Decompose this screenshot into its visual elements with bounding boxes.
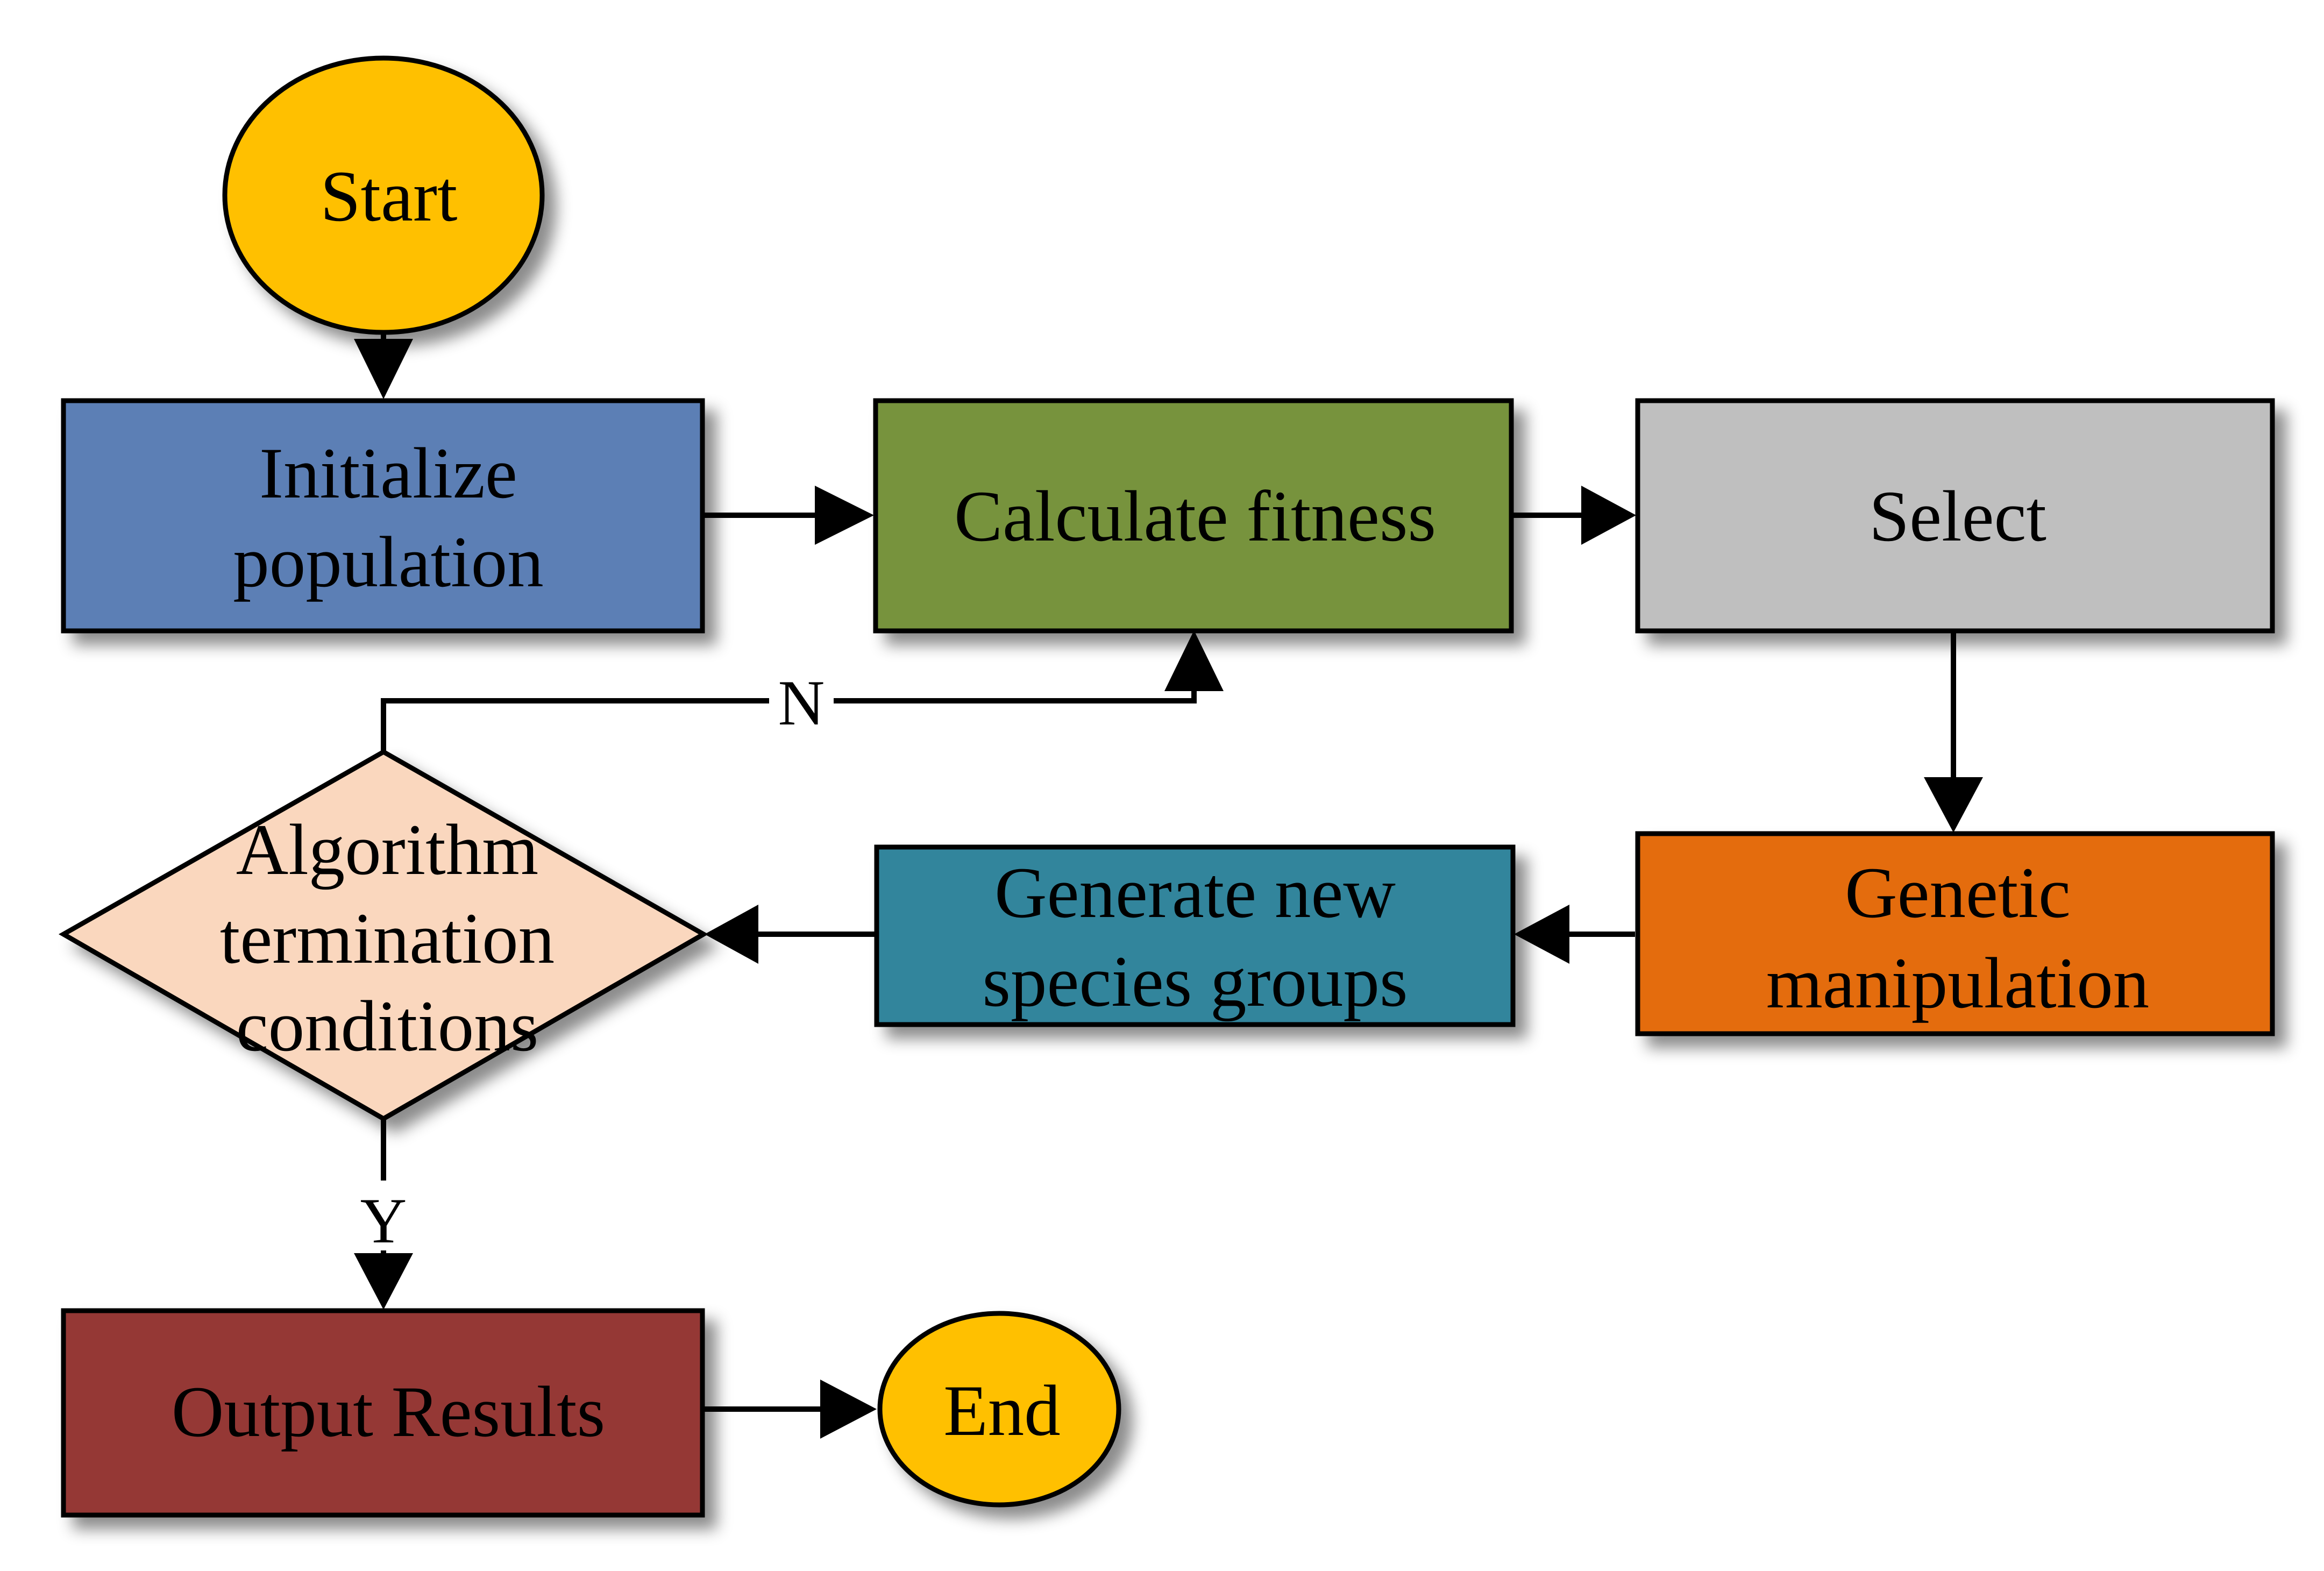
arrowhead-select-to-genetic <box>1924 777 1983 833</box>
node-genetic-manipulation: Genetic manipulation <box>1635 831 2275 1036</box>
end-label: End <box>943 1371 1060 1451</box>
select-label: Select <box>1869 477 2046 557</box>
label-bg-no <box>769 670 834 734</box>
edge-label-yes: Y <box>360 1185 407 1256</box>
fitness-label: Calculate fitness <box>954 477 1436 557</box>
fitness-box <box>873 398 1514 634</box>
arrowhead-decision-to-output <box>354 1253 413 1310</box>
decision-label-line3: conditions <box>236 986 538 1067</box>
output-box <box>61 1308 705 1518</box>
arrowhead-fitness-to-select <box>1581 486 1636 545</box>
start-label: Start <box>321 157 458 237</box>
label-bg-yes <box>352 1181 415 1250</box>
genetic-box <box>1635 831 2275 1036</box>
arrowhead-initialize-to-fitness <box>815 486 874 545</box>
select-box <box>1635 398 2275 634</box>
start-ellipse <box>222 55 545 335</box>
node-end: End <box>877 1311 1121 1508</box>
genetic-label-line2: manipulation <box>1766 943 2149 1023</box>
arrowhead-start-to-initialize <box>354 339 413 399</box>
decision-label-line1: Algorithm <box>236 810 538 890</box>
decision-diamond <box>58 749 709 1122</box>
edge-label-no: N <box>778 667 825 738</box>
initialize-box <box>61 398 705 634</box>
arrowhead-decision-to-fitness <box>1164 630 1224 691</box>
node-start: Start <box>222 55 545 335</box>
genetic-label-line1: Genetic <box>1845 853 2071 933</box>
arrowhead-genetic-to-generate <box>1514 905 1569 964</box>
initialize-label-line1: Initialize <box>259 433 517 514</box>
output-label: Output Results <box>172 1372 605 1452</box>
node-termination-decision: Algorithm termination conditions <box>58 749 709 1122</box>
edges: N Y <box>352 333 1983 1439</box>
initialize-label-line2: population <box>233 522 543 602</box>
node-output-results: Output Results <box>61 1308 705 1518</box>
generate-label-line1: Generate new <box>994 853 1396 933</box>
arrowhead-generate-to-decision <box>705 905 758 964</box>
generate-label-line2: species groups <box>982 942 1408 1022</box>
nodes: Start Initialize population Calculate fi… <box>58 55 2275 1518</box>
generate-box <box>874 844 1516 1027</box>
node-calculate-fitness: Calculate fitness <box>873 398 1514 634</box>
arrowhead-output-to-end <box>820 1380 877 1439</box>
end-ellipse <box>877 1311 1121 1508</box>
node-select: Select <box>1635 398 2275 634</box>
node-generate-species-groups: Generate new species groups <box>874 844 1516 1027</box>
decision-label-line2: termination <box>220 899 555 979</box>
node-initialize-population: Initialize population <box>61 398 705 634</box>
